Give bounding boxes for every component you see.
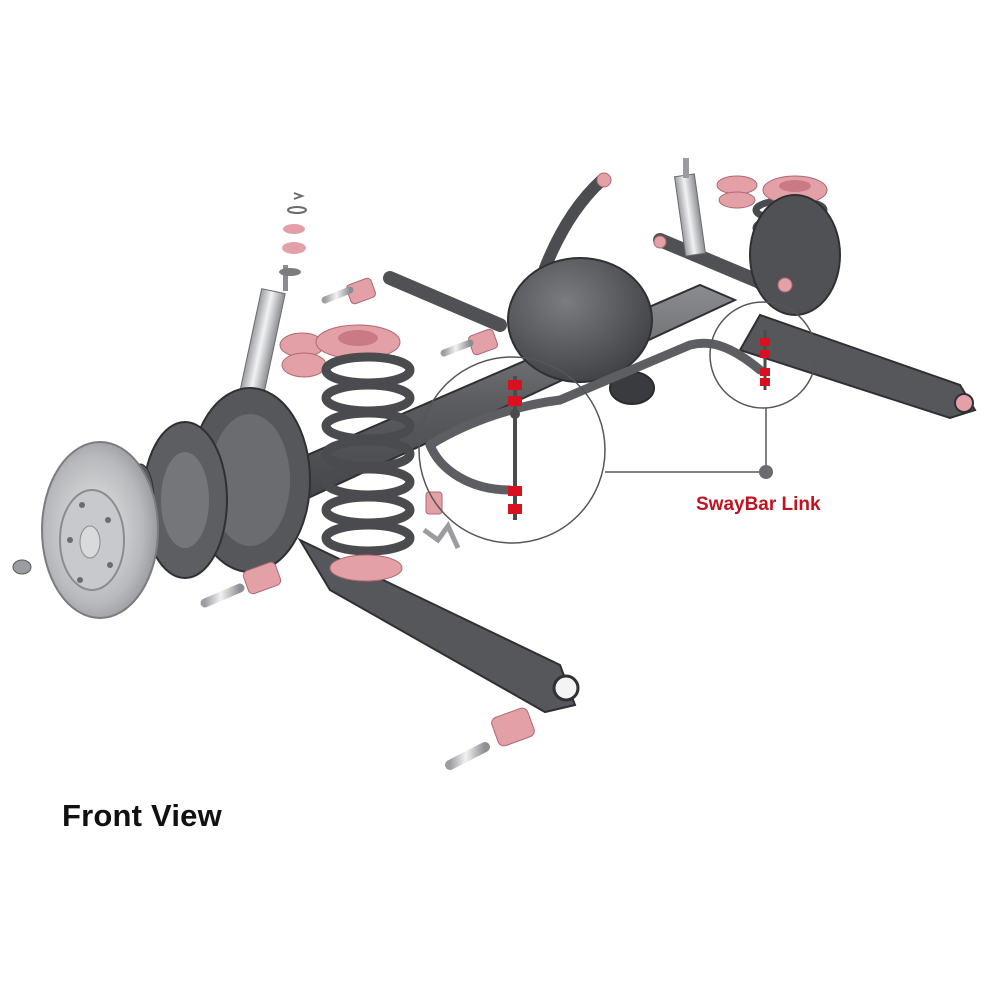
sway-bar-bushing (425, 491, 443, 515)
upper-arm-end-bushing (596, 172, 612, 188)
upper-arm-bushing-left (321, 277, 377, 305)
lower-trailing-arm-left (297, 537, 577, 714)
lug-nut (12, 559, 32, 575)
sway-bar-link-left (508, 376, 522, 520)
shock-absorber-left (238, 288, 286, 402)
swaybar-link-label: SwayBar Link (696, 494, 821, 515)
spring-isolator-left (329, 554, 403, 582)
callout-leader-line (605, 408, 767, 473)
bump-stop-right (716, 175, 758, 195)
sway-bar-link-right (760, 330, 770, 390)
sway-bar (425, 338, 765, 450)
upper-control-arm-right (653, 233, 767, 289)
callout-dot (759, 465, 773, 479)
lower-arm-bushing (445, 707, 535, 770)
lower-arm-pin-left (200, 561, 282, 608)
lower-trailing-arm-right (738, 313, 977, 420)
brake-backing-plate-right (749, 194, 841, 316)
sway-bar-bracket (422, 521, 461, 550)
upper-control-arm-rear (539, 174, 608, 274)
callout-circle-right (709, 301, 817, 409)
shock-bushing (283, 224, 305, 234)
differential-housing (507, 257, 653, 383)
callout-circle-left (418, 356, 606, 544)
coil-spring-left (321, 352, 415, 556)
upper-arm-bushing-center (440, 328, 499, 357)
upper-control-arm-left (383, 271, 507, 332)
view-caption: Front View (62, 798, 222, 833)
